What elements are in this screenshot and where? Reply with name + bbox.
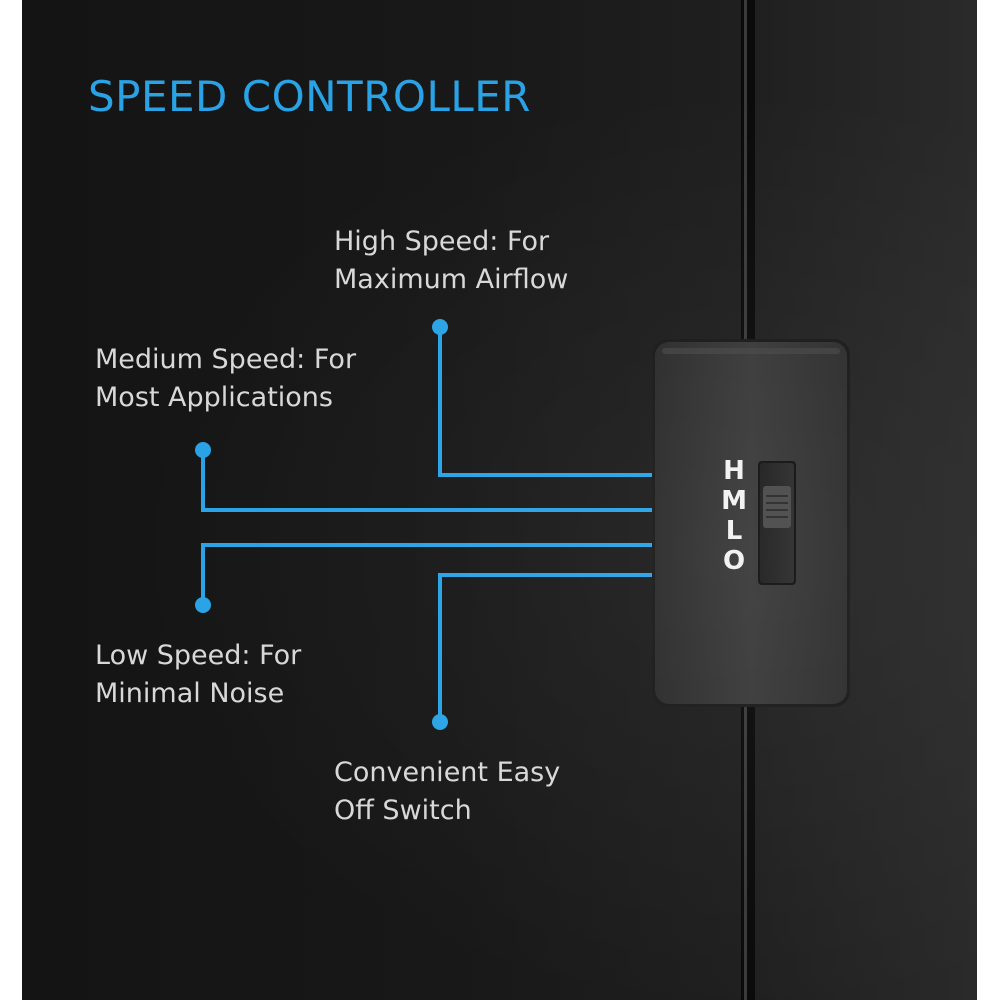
callout-lines — [201, 327, 652, 722]
low-speed-label-line2: Minimal Noise — [95, 678, 285, 709]
slide-switch — [758, 461, 796, 585]
medium-speed-label-line2: Most Applications — [95, 382, 333, 413]
switch-letter-low: L — [725, 516, 743, 546]
callout-line-off — [438, 573, 652, 722]
callout-dots — [195, 319, 448, 730]
medium-speed-label: Medium Speed: For Most Applications — [95, 341, 356, 417]
switch-letter-off: O — [722, 546, 746, 576]
dark-background-panel: SPEED CONTROLLER High Speed: For Maximum… — [22, 0, 977, 1000]
low-speed-label: Low Speed: For Minimal Noise — [95, 637, 301, 713]
switch-position-letters: H M L O — [716, 456, 752, 576]
high-speed-label-line1: High Speed: For — [334, 226, 550, 257]
callout-line-low — [201, 543, 652, 605]
switch-letter-high: H — [723, 456, 745, 486]
switch-letter-medium: M — [721, 486, 747, 516]
callout-line-high — [438, 327, 652, 477]
controller-box — [652, 339, 850, 707]
callout-dot-medium — [195, 442, 211, 458]
callout-dot-high — [432, 319, 448, 335]
off-switch-label-line2: Off Switch — [334, 795, 472, 826]
off-switch-label: Convenient Easy Off Switch — [334, 754, 560, 830]
controller-illustration — [195, 0, 850, 1000]
power-cable — [741, 0, 755, 1000]
high-speed-label-line2: Maximum Airflow — [334, 264, 569, 295]
high-speed-label: High Speed: For Maximum Airflow — [334, 223, 568, 299]
callout-dot-low — [195, 597, 211, 613]
callout-line-medium — [201, 450, 652, 512]
callout-dot-off — [432, 714, 448, 730]
low-speed-label-line1: Low Speed: For — [95, 640, 302, 671]
medium-speed-label-line1: Medium Speed: For — [95, 344, 357, 375]
off-switch-label-line1: Convenient Easy — [334, 757, 561, 788]
page-title: SPEED CONTROLLER — [88, 72, 531, 121]
